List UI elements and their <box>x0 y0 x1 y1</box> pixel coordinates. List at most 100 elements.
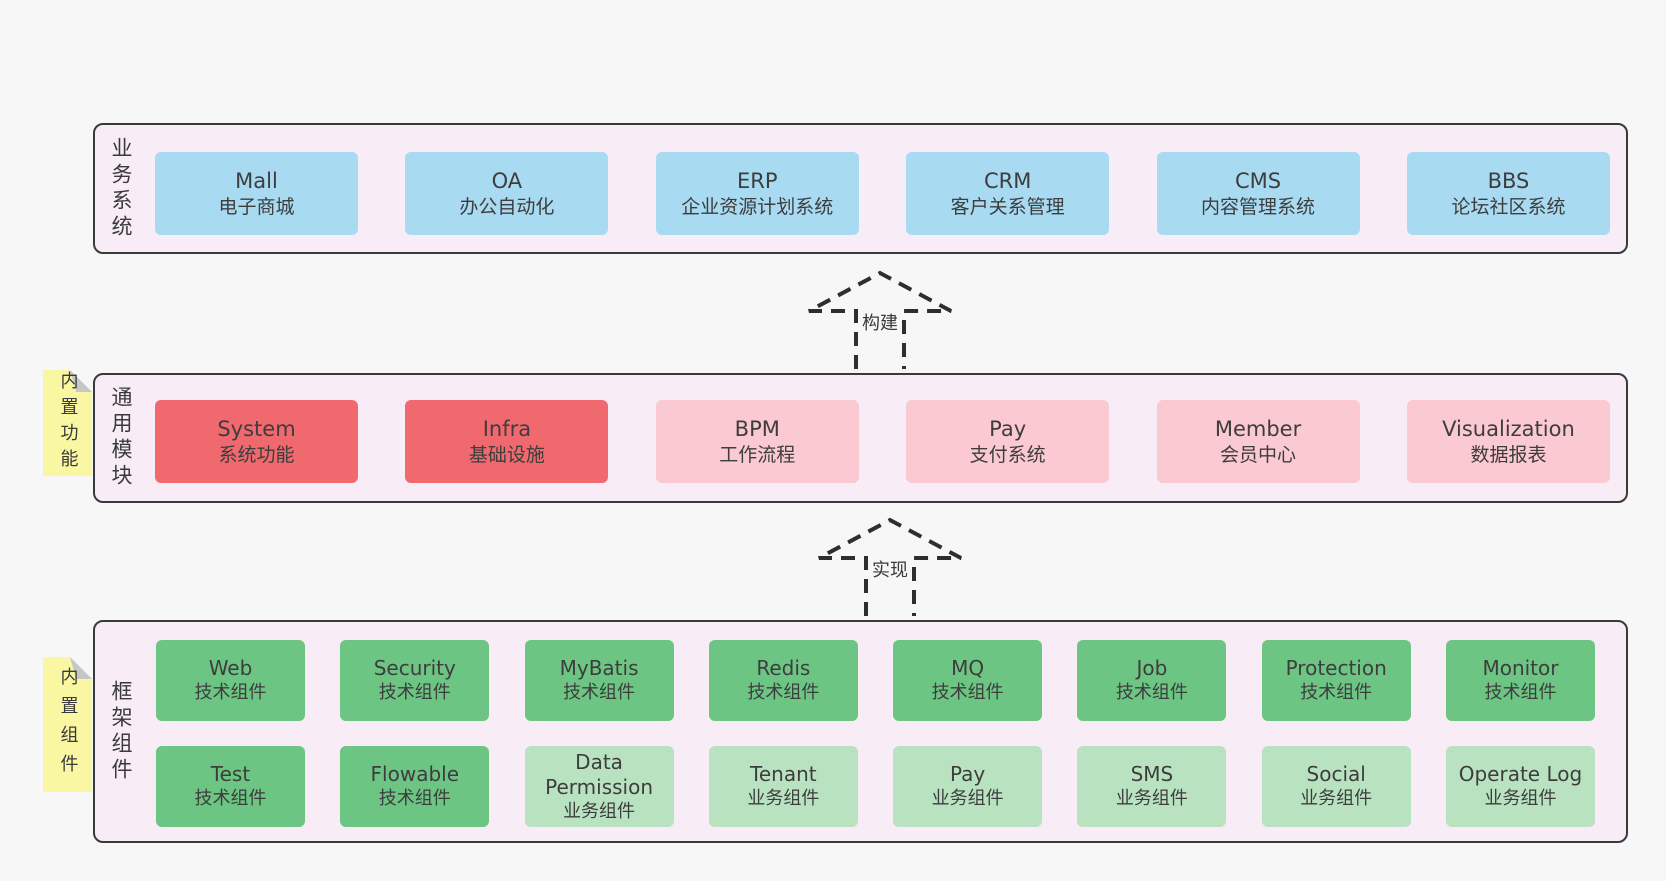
business-systems-band: 业务系统 Mall 电子商城 OA 办公自动化 ERP 企业资源计划系统 CRM… <box>93 123 1628 254</box>
box-title: Monitor <box>1482 656 1559 681</box>
box-sms: SMS 业务组件 <box>1077 746 1227 827</box>
up-arrow-icon <box>818 517 962 616</box>
box-title: SMS <box>1130 762 1174 787</box>
framework-boxes-row1: Web 技术组件 Security 技术组件 MyBatis 技术组件 Redi… <box>156 640 1595 721</box>
box-subtitle: 业务组件 <box>747 788 820 810</box>
box-title: Protection <box>1285 656 1387 681</box>
box-subtitle: 业务组件 <box>563 800 636 822</box>
builtin-features-note: 内置功能 <box>43 370 92 476</box>
box-subtitle: 系统功能 <box>218 443 295 466</box>
box-title: Security <box>373 656 456 681</box>
note-text: 内置组件 <box>57 666 79 783</box>
box-title: Web <box>208 656 253 681</box>
business-boxes-row: Mall 电子商城 OA 办公自动化 ERP 企业资源计划系统 CRM 客户关系… <box>155 152 1610 235</box>
box-subtitle: 电子商城 <box>218 195 295 218</box>
box-title: CRM <box>983 168 1032 193</box>
framework-boxes-row2: Test 技术组件 Flowable 技术组件 Data Permission … <box>156 746 1595 827</box>
box-title: Test <box>210 762 251 787</box>
box-erp: ERP 企业资源计划系统 <box>655 152 859 235</box>
box-subtitle: 技术组件 <box>563 682 636 704</box>
framework-components-band: 框架组件 Web 技术组件 Security 技术组件 MyBatis 技术组件… <box>93 620 1628 843</box>
box-subtitle: 技术组件 <box>378 682 451 704</box>
box-subtitle: 业务组件 <box>931 788 1004 810</box>
box-test: Test 技术组件 <box>156 746 305 827</box>
box-pay-module: Pay 支付系统 <box>906 400 1110 483</box>
box-title: Mall <box>235 168 278 193</box>
common-modules-band: 通用模块 System 系统功能 Infra 基础设施 BPM 工作流程 Pay… <box>93 373 1628 503</box>
build-arrow-label: 构建 <box>858 307 902 337</box>
box-visualization: Visualization 数据报表 <box>1406 400 1610 483</box>
box-crm: CRM 客户关系管理 <box>906 152 1110 235</box>
box-title: CMS <box>1235 168 1282 193</box>
box-title: Pay <box>989 416 1027 441</box>
box-subtitle: 客户关系管理 <box>950 195 1065 218</box>
band-label-business: 业务系统 <box>109 136 133 241</box>
box-subtitle: 技术组件 <box>1484 682 1557 704</box>
box-mall: Mall 电子商城 <box>155 152 358 235</box>
box-redis: Redis 技术组件 <box>708 640 858 721</box>
box-social: Social 业务组件 <box>1261 746 1411 827</box>
box-protection: Protection 技术组件 <box>1261 640 1411 721</box>
box-member: Member 会员中心 <box>1156 400 1360 483</box>
box-subtitle: 会员中心 <box>1220 443 1297 466</box>
box-title: OA <box>491 168 523 193</box>
box-subtitle: 业务组件 <box>1115 788 1188 810</box>
box-title: MyBatis <box>559 656 639 681</box>
box-title: System <box>217 416 296 441</box>
band-label-modules: 通用模块 <box>109 386 133 490</box>
box-pay-component: Pay 业务组件 <box>893 746 1043 827</box>
note-text: 内置功能 <box>57 371 79 475</box>
box-subtitle: 技术组件 <box>1300 682 1373 704</box>
implement-arrow: 实现 <box>815 516 965 616</box>
box-title: Infra <box>482 416 532 441</box>
box-subtitle: 企业资源计划系统 <box>681 195 834 218</box>
box-title: Social <box>1306 762 1366 787</box>
box-subtitle: 业务组件 <box>1300 788 1373 810</box>
box-subtitle: 支付系统 <box>969 443 1046 466</box>
modules-boxes-row: System 系统功能 Infra 基础设施 BPM 工作流程 Pay 支付系统… <box>155 400 1610 483</box>
box-bpm: BPM 工作流程 <box>655 400 859 483</box>
box-infra: Infra 基础设施 <box>405 400 609 483</box>
box-subtitle: 基础设施 <box>468 443 545 466</box>
box-title: Job <box>1136 656 1168 681</box>
up-arrow-icon <box>808 270 952 369</box>
box-monitor: Monitor 技术组件 <box>1445 640 1595 721</box>
box-title: Flowable <box>370 762 460 787</box>
box-title: Visualization <box>1442 416 1575 441</box>
box-subtitle: 技术组件 <box>378 788 451 810</box>
box-flowable: Flowable 技术组件 <box>340 746 490 827</box>
box-title: Operate Log <box>1458 762 1583 787</box>
build-arrow: 构建 <box>805 269 955 369</box>
box-subtitle: 办公自动化 <box>459 195 555 218</box>
box-cms: CMS 内容管理系统 <box>1156 152 1360 235</box>
box-title: Tenant <box>750 762 817 787</box>
box-mybatis: MyBatis 技术组件 <box>524 640 674 721</box>
box-subtitle: 技术组件 <box>931 682 1004 704</box>
box-subtitle: 技术组件 <box>1115 682 1188 704</box>
box-title: BPM <box>734 416 780 441</box>
implement-arrow-label: 实现 <box>868 554 912 584</box>
box-tenant: Tenant 业务组件 <box>708 746 858 827</box>
box-data-permission: Data Permission 业务组件 <box>524 746 674 827</box>
box-title: Pay <box>949 762 986 787</box>
box-mq: MQ 技术组件 <box>893 640 1043 721</box>
box-title: Member <box>1214 416 1302 441</box>
box-title: Data Permission <box>545 749 653 799</box>
box-web: Web 技术组件 <box>156 640 305 721</box>
box-subtitle: 数据报表 <box>1470 443 1547 466</box>
box-subtitle: 内容管理系统 <box>1201 195 1316 218</box>
builtin-components-note: 内置组件 <box>43 657 92 792</box>
box-subtitle: 业务组件 <box>1484 788 1557 810</box>
box-title: Redis <box>756 656 811 681</box>
band-label-framework: 框架组件 <box>109 679 133 784</box>
box-job: Job 技术组件 <box>1077 640 1227 721</box>
box-subtitle: 论坛社区系统 <box>1451 195 1566 218</box>
box-system: System 系统功能 <box>155 400 358 483</box>
box-subtitle: 技术组件 <box>194 682 267 704</box>
box-oa: OA 办公自动化 <box>405 152 609 235</box>
box-subtitle: 工作流程 <box>719 443 796 466</box>
box-subtitle: 技术组件 <box>747 682 820 704</box>
box-title: MQ <box>951 656 985 681</box>
box-title: BBS <box>1487 168 1530 193</box>
